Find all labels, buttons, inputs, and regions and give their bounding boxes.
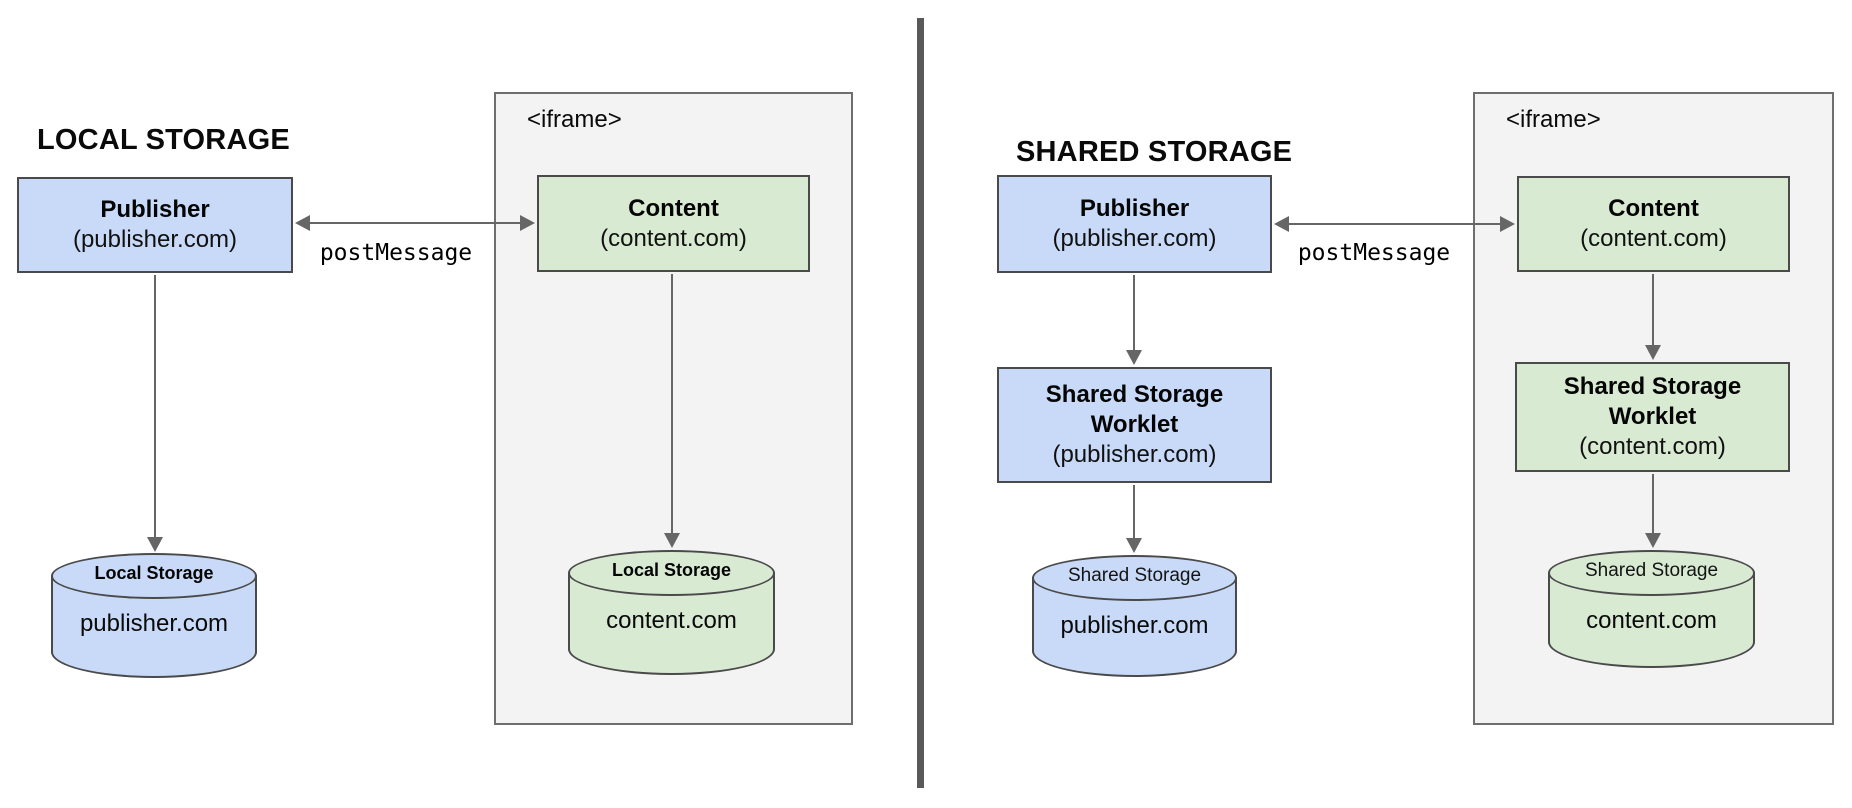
iframe-label: <iframe>: [527, 106, 622, 133]
worklet-origin: (publisher.com): [1052, 441, 1217, 468]
arrow-content-to-worklet-icon: [1645, 274, 1661, 360]
worklet-name-line2: Worklet: [1608, 403, 1697, 430]
storage-origin-label: content.com: [606, 607, 737, 634]
cylinder-top: [51, 553, 257, 599]
iframe-label: <iframe>: [1506, 106, 1601, 133]
storage-origin-label: publisher.com: [79, 610, 229, 637]
content-origin: (content.com): [1580, 225, 1727, 252]
publisher-storage-cylinder: Shared Storage publisher.com: [1032, 555, 1237, 677]
publisher-worklet-node: Shared Storage Worklet (publisher.com): [997, 367, 1272, 483]
arrow-worklet-to-storage-icon: [1645, 474, 1661, 548]
storage-type-label: Shared Storage: [1584, 560, 1719, 581]
content-worklet-node: Shared Storage Worklet (content.com): [1515, 362, 1790, 472]
publisher-node: Publisher (publisher.com): [997, 175, 1272, 273]
content-storage-cylinder: Shared Storage content.com: [1548, 550, 1755, 668]
postmessage-arrow-icon: [1274, 216, 1515, 232]
storage-origin-label: content.com: [1586, 607, 1717, 634]
panel-divider: [917, 18, 924, 788]
cylinder-top: [1548, 550, 1755, 596]
worklet-name-line1: Shared Storage: [1563, 373, 1742, 400]
content-storage-cylinder: Local Storage content.com: [568, 550, 775, 675]
publisher-name: Publisher: [100, 196, 210, 223]
storage-type-label: Shared Storage: [1067, 565, 1202, 586]
content-node: Content (content.com): [1517, 176, 1790, 272]
content-node: Content (content.com): [537, 175, 810, 272]
worklet-name-line2: Worklet: [1090, 411, 1179, 438]
content-name: Content: [1608, 195, 1699, 222]
publisher-node: Publisher (publisher.com): [17, 177, 293, 273]
panel-title-shared: SHARED STORAGE: [1016, 136, 1293, 169]
publisher-origin: (publisher.com): [72, 226, 238, 253]
postmessage-label: postMessage: [1297, 240, 1451, 266]
publisher-storage-cylinder: Local Storage publisher.com: [51, 553, 257, 678]
arrow-worklet-to-storage-icon: [1126, 485, 1142, 553]
content-origin: (content.com): [600, 224, 747, 252]
cylinder-top: [568, 550, 775, 596]
storage-origin-label: publisher.com: [1060, 612, 1209, 639]
publisher-origin: (publisher.com): [1052, 225, 1217, 252]
panel-title-local: LOCAL STORAGE: [37, 124, 290, 157]
storage-type-label: Local Storage: [611, 560, 732, 580]
cylinder-top: [1032, 555, 1237, 601]
worklet-name-line1: Shared Storage: [1045, 381, 1224, 408]
postmessage-arrow-icon: [295, 215, 535, 231]
storage-type-label: Local Storage: [94, 563, 214, 583]
arrow-publisher-to-worklet-icon: [1126, 275, 1142, 365]
postmessage-label: postMessage: [319, 240, 473, 266]
worklet-origin: (content.com): [1579, 433, 1726, 460]
arrow-publisher-to-storage-icon: [147, 275, 163, 552]
content-name: Content: [628, 194, 719, 222]
publisher-name: Publisher: [1079, 195, 1190, 222]
arrow-content-to-storage-icon: [664, 274, 680, 548]
